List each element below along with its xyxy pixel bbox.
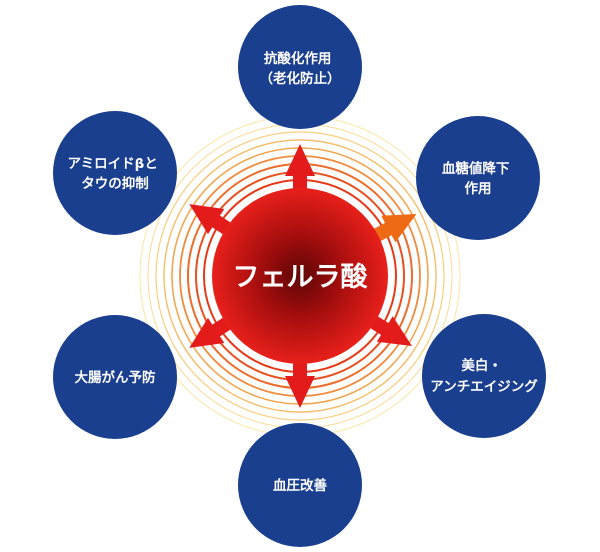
center-node: フェルラ酸 [212, 188, 388, 364]
center-label: フェルラ酸 [233, 262, 369, 293]
node-label-line: タウの抑制 [81, 175, 149, 192]
node-top: 抗酸化作用 （老化防止） [238, 5, 362, 129]
node-circle [238, 5, 362, 129]
node-upper-left: アミロイドβと タウの抑制 [53, 111, 177, 235]
node-label-line: （老化防止） [260, 70, 341, 87]
node-label-line: 抗酸化作用 [264, 50, 332, 67]
node-label-line: 美白・ [461, 357, 502, 374]
node-circle [53, 315, 177, 439]
node-label-line: 作用 [465, 180, 492, 197]
node-bottom: 血圧改善 [238, 423, 362, 547]
node-upper-right: 血糖値降下 作用 [416, 116, 540, 240]
node-lower-left: 大腸がん予防 [53, 315, 177, 439]
node-label-line: アンチエイジング [430, 378, 538, 395]
node-label-line: 大腸がん予防 [75, 369, 156, 386]
node-label: 血糖値降下 作用 [442, 160, 514, 197]
node-label: 血圧改善 [273, 477, 327, 494]
node-label-line: アミロイドβと [67, 156, 157, 172]
node-label: 美白・ アンチエイジング [430, 357, 538, 395]
node-label: アミロイドβと タウの抑制 [67, 156, 162, 192]
node-label-line: 血糖値降下 [442, 160, 510, 177]
center-circle [212, 188, 388, 364]
ring [155, 131, 445, 421]
node-lower-right: 美白・ アンチエイジング [422, 314, 546, 438]
node-label-line: 血圧改善 [273, 477, 327, 494]
node-label: 抗酸化作用 （老化防止） [260, 50, 341, 87]
node-circle [422, 314, 546, 438]
node-circle [416, 116, 540, 240]
node-circle [53, 111, 177, 235]
node-circle [238, 423, 362, 547]
ring [163, 139, 437, 413]
node-label: 大腸がん予防 [75, 369, 156, 386]
